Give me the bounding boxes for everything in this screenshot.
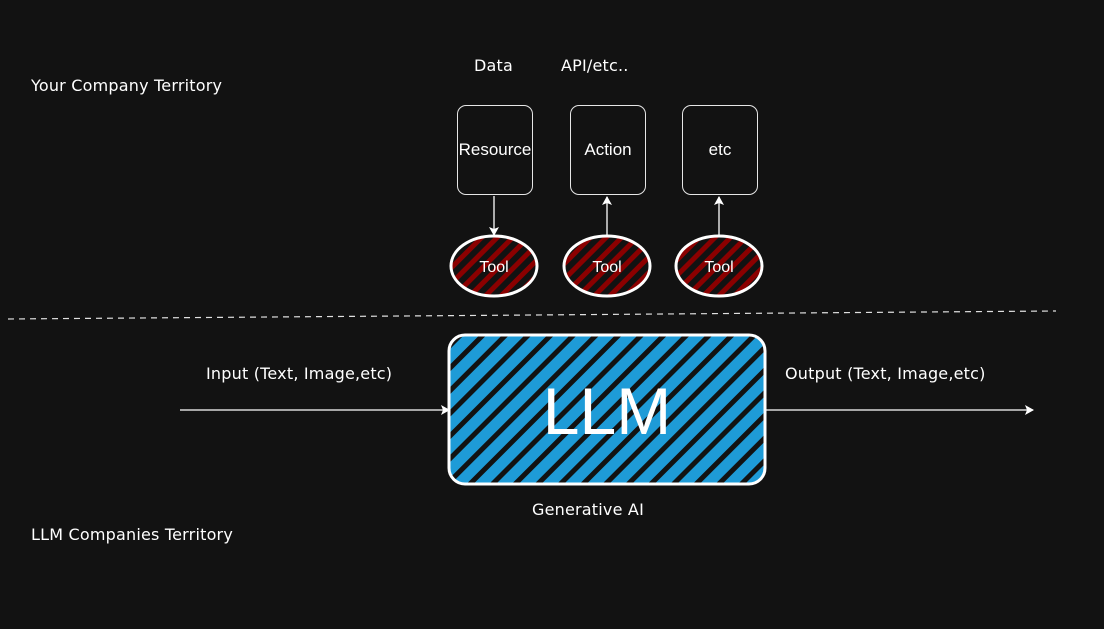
data-label: Data: [474, 56, 514, 75]
output-label: Output (Text, Image,etc): [785, 364, 986, 383]
generative-ai-label: Generative AI: [532, 500, 644, 519]
input-label: Input (Text, Image,etc): [206, 364, 393, 383]
tool-node-2: Tool: [562, 234, 652, 298]
territory-divider: [7, 310, 1057, 320]
tool-node-1: Tool: [449, 234, 539, 298]
resource-box-label: Resource: [458, 140, 532, 159]
tool-label-3: Tool: [704, 259, 733, 276]
llm-node: LLM: [447, 333, 767, 486]
llm-companies-territory-label: LLM Companies Territory: [31, 525, 234, 544]
api-label: API/etc..: [561, 56, 629, 75]
etc-box-label: etc: [708, 140, 732, 159]
resource-box: Resource: [457, 105, 533, 195]
action-box: Action: [570, 105, 646, 195]
tool-label-2: Tool: [592, 259, 621, 276]
your-company-territory-label: Your Company Territory: [31, 76, 223, 95]
etc-box: etc: [682, 105, 758, 195]
action-box-label: Action: [584, 140, 632, 159]
llm-label: LLM: [543, 374, 671, 448]
tool-label-1: Tool: [479, 259, 508, 276]
tool-node-3: Tool: [674, 234, 764, 298]
